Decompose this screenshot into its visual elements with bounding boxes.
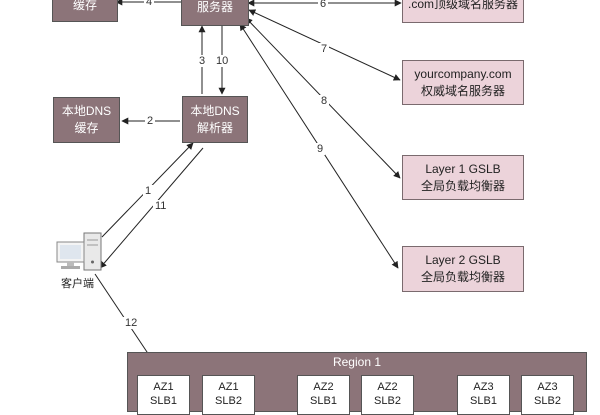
az-slb-box: AZ2 SLB2 bbox=[361, 375, 414, 415]
node-text: 缓存 bbox=[72, 0, 97, 12]
node-text: yourcompany.com bbox=[414, 66, 512, 81]
node-text: 解析器 bbox=[196, 120, 233, 135]
edge-label-1: 1 bbox=[143, 185, 154, 197]
az-label: AZ3 bbox=[473, 381, 494, 393]
az-slb-box: AZ3 SLB1 bbox=[457, 375, 510, 415]
local-dns-resolver-box: 本地DNS 解析器 bbox=[182, 96, 248, 143]
edge-label-6: 6 bbox=[318, 0, 329, 10]
slb-label: SLB2 bbox=[374, 395, 401, 407]
az-slb-box: AZ1 SLB2 bbox=[202, 375, 255, 415]
az-slb-box: AZ1 SLB1 bbox=[137, 375, 190, 415]
az-label: AZ3 bbox=[537, 381, 558, 393]
az-slb-box: AZ3 SLB2 bbox=[521, 375, 574, 415]
recursive-server-box: 服务器 bbox=[181, 0, 249, 26]
computer-icon bbox=[56, 232, 102, 271]
slb-label: SLB1 bbox=[150, 395, 177, 407]
local-cache-top-box: 缓存 bbox=[52, 0, 118, 22]
slb-label: SLB1 bbox=[470, 395, 497, 407]
edge-label-9: 9 bbox=[315, 143, 326, 155]
slb-label: SLB2 bbox=[534, 395, 561, 407]
node-text: Layer 2 GSLB bbox=[425, 253, 501, 267]
edge-label-12: 12 bbox=[123, 317, 140, 329]
edge-label-3: 3 bbox=[197, 55, 208, 67]
node-text: 权威域名服务器 bbox=[420, 83, 505, 98]
gslb-layer2-box: Layer 2 GSLB 全局负载均衡器 bbox=[402, 246, 524, 292]
com-tld-server-box: .com顶级域名服务器 bbox=[402, 0, 524, 23]
gslb-layer1-box: Layer 1 GSLB 全局负载均衡器 bbox=[402, 155, 524, 200]
az-label: AZ1 bbox=[218, 381, 239, 393]
node-text: Layer 1 GSLB bbox=[425, 161, 501, 176]
edge-label-4: 4 bbox=[144, 0, 155, 8]
edge-label-2: 2 bbox=[145, 115, 156, 127]
edge-11 bbox=[99, 147, 204, 269]
az-label: AZ2 bbox=[313, 381, 334, 393]
node-text: 全局负载均衡器 bbox=[420, 270, 505, 284]
node-text: 全局负载均衡器 bbox=[420, 178, 505, 193]
authoritative-server-box: yourcompany.com 权威域名服务器 bbox=[402, 60, 524, 105]
local-dns-cache-box: 本地DNS 缓存 bbox=[53, 97, 120, 143]
slb-label: SLB1 bbox=[310, 395, 337, 407]
node-text: 缓存 bbox=[74, 121, 99, 135]
node-text: 本地DNS bbox=[190, 103, 240, 118]
region-title: Region 1 bbox=[332, 355, 382, 369]
node-text: 本地DNS bbox=[61, 104, 112, 118]
edge-label-7: 7 bbox=[319, 43, 330, 55]
az-label: AZ1 bbox=[153, 381, 174, 393]
az-slb-box: AZ2 SLB1 bbox=[297, 375, 350, 415]
az-label: AZ2 bbox=[377, 381, 398, 393]
slb-label: SLB2 bbox=[215, 395, 242, 407]
edge-label-11: 11 bbox=[153, 200, 169, 212]
edge-label-10: 10 bbox=[214, 55, 231, 67]
client-label: 客户端 bbox=[61, 278, 94, 290]
node-text: 服务器 bbox=[196, 0, 233, 14]
node-text: .com顶级域名服务器 bbox=[407, 0, 518, 11]
edge-label-8: 8 bbox=[319, 95, 330, 107]
region-container: Region 1 bbox=[127, 352, 587, 412]
